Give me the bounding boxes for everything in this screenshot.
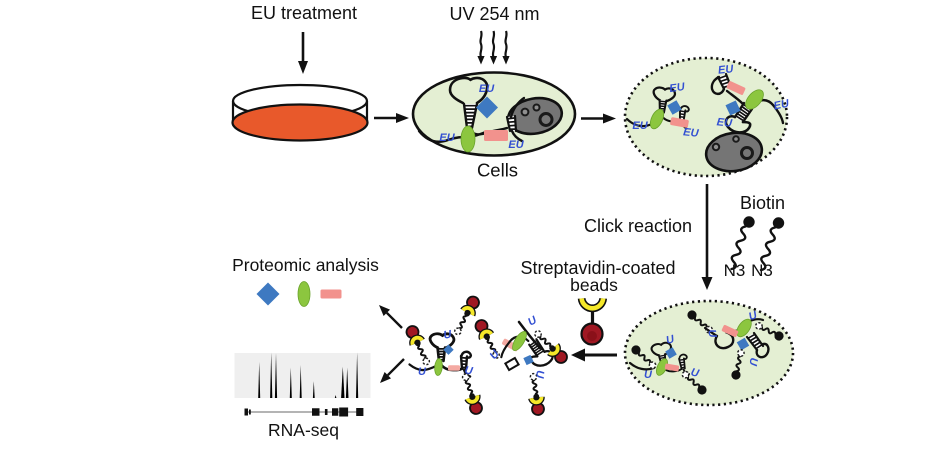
svg-text:N3: N3 xyxy=(724,261,746,280)
svg-text:U: U xyxy=(689,366,701,380)
svg-text:EU: EU xyxy=(717,63,735,77)
svg-text:EU: EU xyxy=(439,132,455,144)
svg-text:U: U xyxy=(705,329,718,340)
svg-text:Proteomic analysis: Proteomic analysis xyxy=(232,255,379,275)
svg-text:U: U xyxy=(746,357,759,368)
svg-text:U: U xyxy=(464,364,475,377)
svg-text:EU: EU xyxy=(508,139,524,151)
svg-text:N3: N3 xyxy=(751,261,773,280)
svg-text:U: U xyxy=(533,370,546,380)
svg-text:U: U xyxy=(665,333,677,347)
svg-text:U: U xyxy=(418,366,427,378)
svg-text:EU: EU xyxy=(669,81,687,95)
svg-text:EU: EU xyxy=(773,97,791,112)
svg-text:EU treatment: EU treatment xyxy=(251,3,357,23)
svg-text:Streptavidin-coated: Streptavidin-coated xyxy=(520,258,675,278)
svg-text:RNA-seq: RNA-seq xyxy=(268,420,339,440)
svg-text:U: U xyxy=(443,328,454,341)
svg-text:EU: EU xyxy=(683,126,701,140)
svg-text:Biotin: Biotin xyxy=(740,193,785,213)
svg-text:EU: EU xyxy=(716,116,734,130)
svg-text:beads: beads xyxy=(570,275,618,295)
svg-text:EU: EU xyxy=(632,120,648,132)
svg-text:U: U xyxy=(644,369,653,381)
svg-text:Cells: Cells xyxy=(477,160,518,181)
svg-text:Click reaction: Click reaction xyxy=(584,216,692,236)
svg-text:UV 254 nm: UV 254 nm xyxy=(449,4,539,24)
svg-text:EU: EU xyxy=(479,83,495,95)
